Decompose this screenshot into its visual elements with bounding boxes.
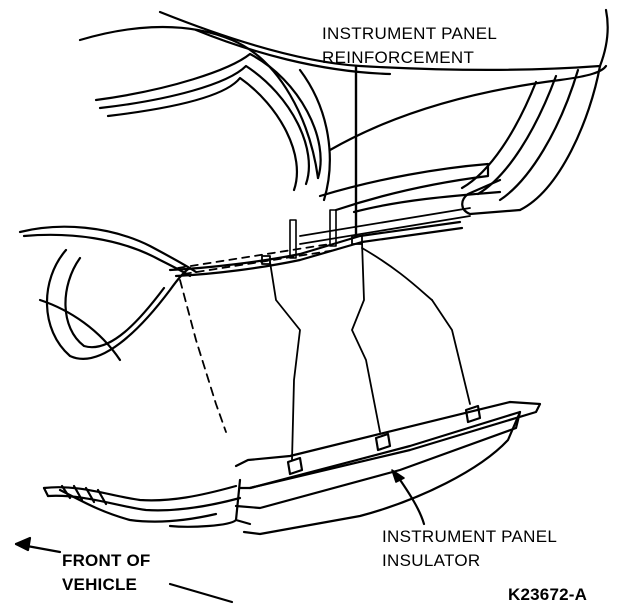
insulator-label-line2: INSULATOR	[382, 551, 481, 570]
alignment-lines	[179, 241, 471, 461]
instrument-panel-insulator	[42, 400, 542, 536]
insulator-label-line1: INSTRUMENT PANEL	[382, 527, 558, 546]
figure-code: K23672-A	[508, 585, 588, 604]
front-of-vehicle-label-line2: VEHICLE	[62, 575, 138, 594]
reinforcement-label-line2: REINFORCEMENT	[322, 48, 475, 67]
front-direction-arrow	[14, 536, 234, 604]
instrument-panel-housing	[18, 8, 609, 362]
front-of-vehicle-label-line1: FRONT OF	[62, 551, 151, 570]
reinforcement-label-line1: INSTRUMENT PANEL	[322, 24, 498, 43]
insulator-leader-arrowhead	[391, 469, 405, 483]
